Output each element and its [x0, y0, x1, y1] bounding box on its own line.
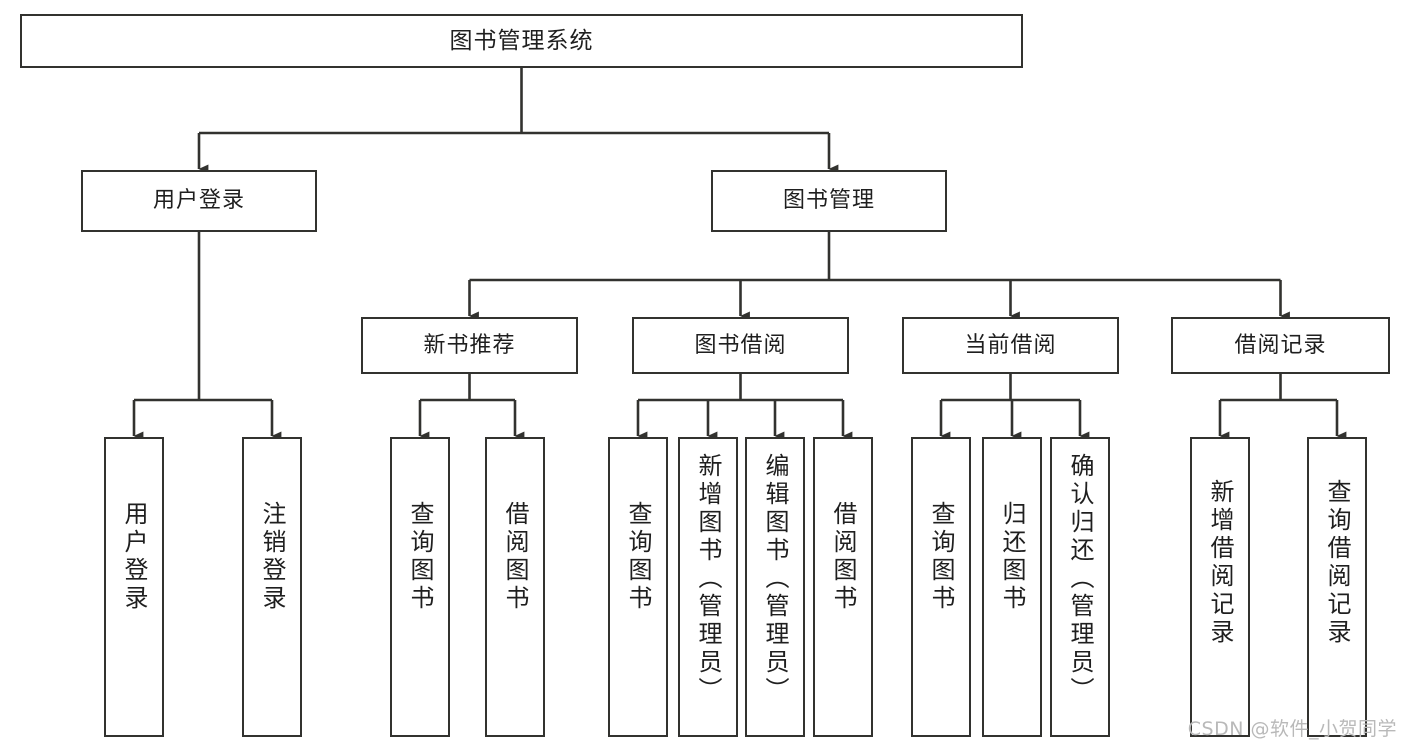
leaf-query-book-2-label: 查询图书 [624, 501, 652, 613]
leaf-confirm-return-admin[interactable]: 确认归还（管理员） [1050, 437, 1110, 737]
node-new-book-recommend[interactable]: 新书推荐 [361, 317, 578, 374]
leaf-user-login-label: 用户登录 [120, 501, 148, 613]
leaf-user-login[interactable]: 用户登录 [104, 437, 164, 737]
node-borrow-record[interactable]: 借阅记录 [1171, 317, 1390, 374]
leaf-edit-book-admin-label: 编辑图书（管理员） [761, 453, 789, 705]
leaf-query-book-1[interactable]: 查询图书 [390, 437, 450, 737]
node-user-login[interactable]: 用户登录 [81, 170, 317, 232]
node-new-book-recommend-label: 新书推荐 [423, 332, 516, 358]
node-book-borrow[interactable]: 图书借阅 [632, 317, 849, 374]
leaf-edit-book-admin[interactable]: 编辑图书（管理员） [745, 437, 805, 737]
leaf-user-logout-label: 注销登录 [258, 501, 286, 613]
leaf-query-borrow-record[interactable]: 查询借阅记录 [1307, 437, 1367, 737]
node-current-borrow-label: 当前借阅 [964, 332, 1057, 358]
leaf-query-book-3-label: 查询图书 [927, 501, 955, 613]
leaf-add-borrow-record[interactable]: 新增借阅记录 [1190, 437, 1250, 737]
leaf-confirm-return-admin-label: 确认归还（管理员） [1066, 453, 1094, 705]
node-book-manage-label: 图书管理 [782, 188, 875, 214]
leaf-user-logout[interactable]: 注销登录 [242, 437, 302, 737]
leaf-query-borrow-record-label: 查询借阅记录 [1323, 479, 1351, 647]
node-book-manage[interactable]: 图书管理 [711, 170, 947, 232]
node-borrow-record-label: 借阅记录 [1234, 332, 1327, 358]
leaf-query-book-2[interactable]: 查询图书 [608, 437, 668, 737]
leaf-borrow-book-1-label: 借阅图书 [501, 501, 529, 613]
node-user-login-label: 用户登录 [152, 188, 245, 214]
leaf-borrow-book-2[interactable]: 借阅图书 [813, 437, 873, 737]
leaf-query-book-1-label: 查询图书 [406, 501, 434, 613]
leaf-return-book[interactable]: 归还图书 [982, 437, 1042, 737]
leaf-borrow-book-1[interactable]: 借阅图书 [485, 437, 545, 737]
leaf-add-borrow-record-label: 新增借阅记录 [1206, 479, 1234, 647]
leaf-query-book-3[interactable]: 查询图书 [911, 437, 971, 737]
leaf-add-book-admin[interactable]: 新增图书（管理员） [678, 437, 738, 737]
leaf-borrow-book-2-label: 借阅图书 [829, 501, 857, 613]
leaf-return-book-label: 归还图书 [998, 501, 1026, 613]
node-root[interactable]: 图书管理系统 [20, 14, 1023, 68]
node-root-label: 图书管理系统 [449, 27, 594, 54]
node-current-borrow[interactable]: 当前借阅 [902, 317, 1119, 374]
edges-group [132, 68, 1347, 441]
leaf-add-book-admin-label: 新增图书（管理员） [694, 453, 722, 705]
node-book-borrow-label: 图书借阅 [694, 332, 787, 358]
